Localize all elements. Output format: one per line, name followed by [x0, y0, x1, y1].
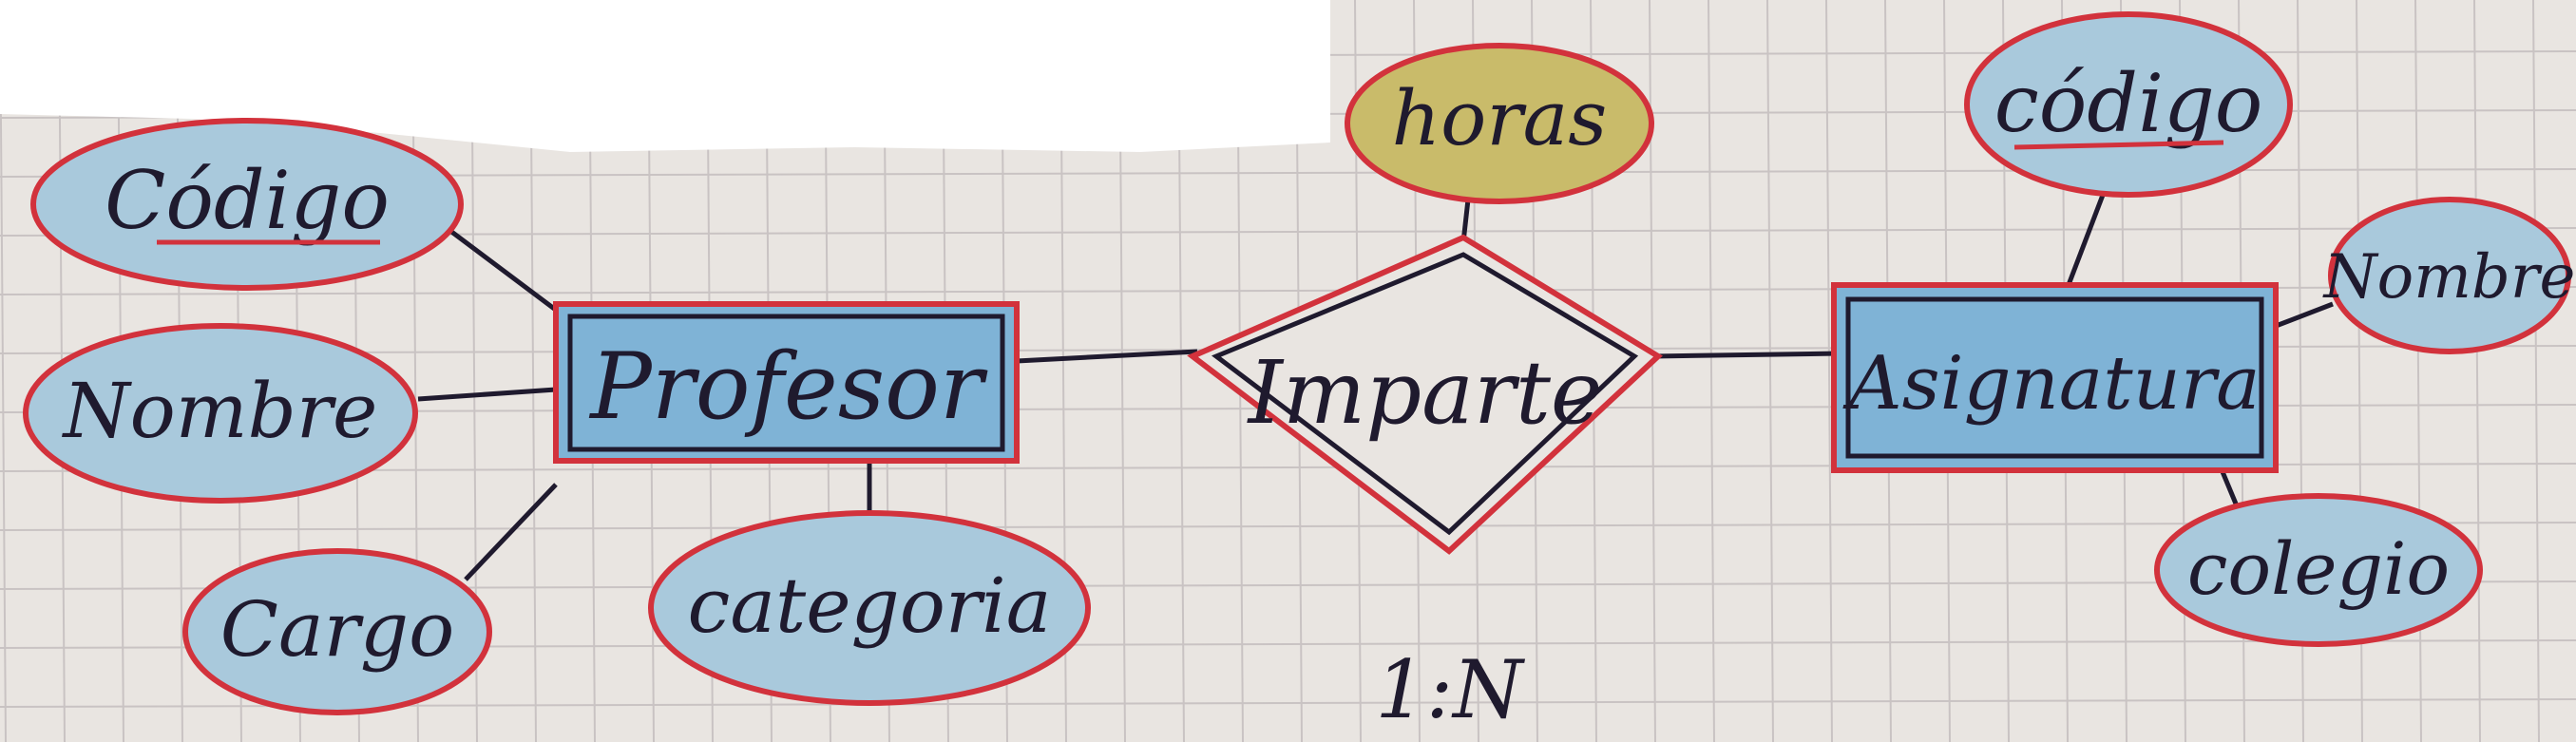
grid-line [0, 522, 2576, 531]
blank-paper-area [0, 0, 1330, 152]
grid-line [1708, 0, 1715, 742]
attribute-codigo-asignatura: código [1964, 11, 2293, 198]
attribute-label: Nombre [2322, 242, 2576, 313]
attribute-colegio-asignatura: colegio [2154, 493, 2483, 647]
entity-label: Asignatura [1842, 341, 2260, 427]
attribute-label: horas [1392, 74, 1608, 162]
grid-line [0, 0, 7, 742]
primary-key-underline [2013, 140, 2224, 150]
attribute-label: Nombre [62, 367, 378, 455]
relationship-label: Imparte [1247, 342, 1603, 444]
relationship-imparte: Imparte [1187, 234, 1663, 555]
entity-profesor: Profesor [553, 301, 1020, 464]
grid-line [2473, 0, 2481, 742]
line-profesor-imparte [1016, 349, 1198, 364]
attribute-label: Cargo [220, 585, 455, 674]
attribute-horas-relationship: horas [1345, 43, 1654, 204]
attribute-label: Código [105, 154, 390, 247]
line-profesor-codigo [445, 226, 563, 315]
attribute-label: código [1994, 57, 2263, 150]
grid-line [0, 698, 2576, 708]
attribute-label: colegio [2187, 526, 2450, 611]
grid-line [1825, 0, 1833, 742]
grid-line [1766, 0, 1774, 742]
attribute-label: categoria [688, 561, 1052, 650]
attribute-nombre-asignatura: Nombre [2322, 197, 2576, 354]
attribute-cargo-profesor: Cargo [182, 548, 492, 715]
connector-lines [417, 189, 2334, 581]
line-imparte-asignatura [1652, 351, 1840, 359]
entity-label: Profesor [588, 333, 988, 440]
line-profesor-nombre [417, 387, 557, 402]
line-asignatura-codigo [2064, 189, 2108, 291]
line-asignatura-nombre [2270, 301, 2334, 331]
attribute-nombre-profesor: Nombre [23, 323, 418, 504]
entity-asignatura: Asignatura [1831, 282, 2279, 473]
attribute-codigo-profesor: Código [30, 118, 464, 291]
line-profesor-cargo [464, 483, 558, 581]
grid-line [2532, 0, 2540, 742]
attribute-categoria-profesor: categoria [648, 510, 1091, 706]
cardinality-label: 1:N [1375, 643, 1525, 736]
